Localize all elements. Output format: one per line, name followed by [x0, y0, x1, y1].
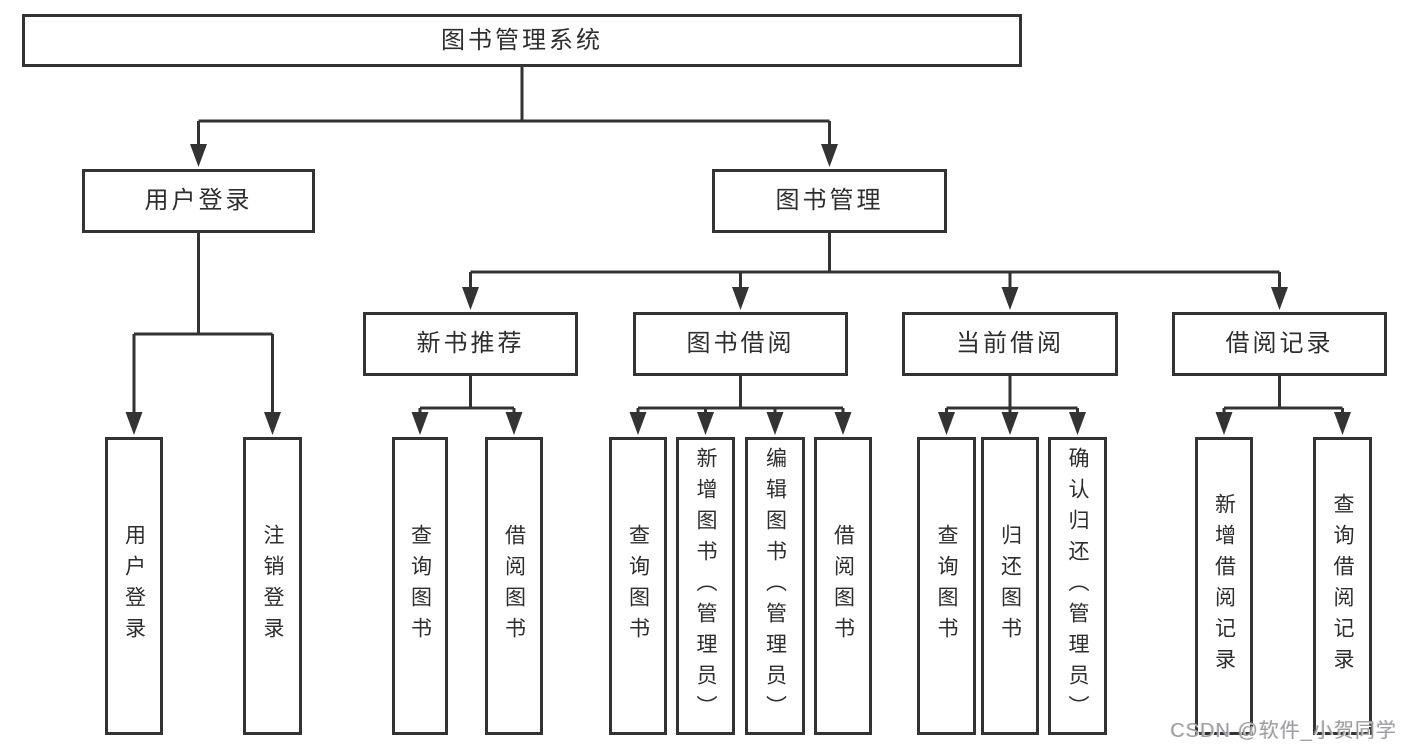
watermark: CSDN @软件_小贺同学	[1170, 720, 1397, 742]
node-label-cb-confirm-return: 确认归还（管理员）	[1066, 446, 1089, 726]
diagram-node-new-book-rec: 新书推荐	[363, 312, 578, 376]
node-label-bb-borrow-books: 借阅图书	[831, 524, 855, 648]
arrowhead-down-icon	[190, 144, 207, 167]
diagram-node-book-mgmt: 图书管理	[712, 169, 947, 233]
arrowhead-down-icon	[697, 412, 714, 435]
node-label-rec-query-books: 查询图书	[408, 524, 432, 648]
node-label-op-logout: 注销登录	[261, 524, 284, 648]
node-label-current-borrow: 当前借阅	[956, 330, 1064, 357]
node-label-root: 图书管理系统	[441, 26, 603, 54]
diagram-node-bb-query-books: 查询图书	[609, 437, 667, 735]
node-label-book-mgmt: 图书管理	[775, 187, 884, 214]
arrowhead-down-icon	[264, 412, 281, 435]
arrowhead-down-icon	[462, 287, 479, 310]
arrowhead-down-icon	[411, 412, 429, 435]
node-label-bb-edit-books: 编辑图书（管理员）	[763, 446, 787, 726]
diagram-node-cb-query-books: 查询图书	[917, 437, 976, 735]
arrowhead-down-icon	[125, 412, 143, 435]
diagram-node-current-borrow: 当前借阅	[902, 312, 1118, 376]
arrowhead-down-icon	[629, 412, 647, 435]
diagram-node-bb-add-books: 新增图书（管理员）	[676, 437, 735, 735]
node-label-rec-borrow-books: 借阅图书	[502, 524, 526, 648]
node-label-op-user-login: 用户登录	[122, 524, 146, 648]
diagram-node-user-login: 用户登录	[82, 169, 315, 233]
arrowhead-down-icon	[1001, 287, 1019, 310]
node-label-bb-query-books: 查询图书	[626, 524, 650, 648]
arrowhead-down-icon	[766, 412, 784, 435]
node-label-book-borrow: 图书借阅	[686, 330, 795, 357]
node-label-borrow-records: 借阅记录	[1225, 330, 1334, 357]
diagram-node-root: 图书管理系统	[22, 14, 1022, 67]
diagram-node-op-logout: 注销登录	[243, 437, 302, 735]
diagram-node-bb-borrow-books: 借阅图书	[814, 437, 872, 735]
node-label-user-login: 用户登录	[144, 187, 253, 214]
diagram-node-op-user-login: 用户登录	[105, 437, 163, 735]
arrowhead-down-icon	[1334, 412, 1351, 435]
arrowhead-down-icon	[505, 412, 523, 435]
node-label-cb-query-books: 查询图书	[935, 524, 958, 648]
node-label-new-book-rec: 新书推荐	[416, 330, 525, 357]
arrowhead-down-icon	[1001, 412, 1019, 435]
arrowhead-down-icon	[1215, 412, 1233, 435]
arrowhead-down-icon	[1069, 412, 1086, 435]
node-label-bb-add-books: 新增图书（管理员）	[694, 446, 717, 726]
diagram-node-cb-confirm-return: 确认归还（管理员）	[1048, 437, 1107, 735]
diagram-node-br-query-record: 查询借阅记录	[1313, 437, 1372, 735]
arrowhead-down-icon	[1271, 287, 1288, 310]
diagram-node-borrow-records: 借阅记录	[1172, 312, 1387, 376]
arrowhead-down-icon	[821, 144, 838, 167]
arrowhead-down-icon	[732, 287, 749, 310]
node-label-br-add-record: 新增借阅记录	[1212, 493, 1236, 679]
diagram-node-rec-borrow-books: 借阅图书	[485, 437, 543, 735]
arrowhead-down-icon	[834, 412, 852, 435]
diagram-node-rec-query-books: 查询图书	[392, 437, 448, 735]
node-label-cb-return-books: 归还图书	[998, 524, 1022, 648]
arrowhead-down-icon	[938, 412, 955, 435]
diagram-node-book-borrow: 图书借阅	[633, 312, 848, 376]
node-label-br-query-record: 查询借阅记录	[1331, 493, 1354, 679]
diagram-node-bb-edit-books: 编辑图书（管理员）	[745, 437, 805, 735]
diagram-node-cb-return-books: 归还图书	[981, 437, 1039, 735]
diagram-node-br-add-record: 新增借阅记录	[1195, 437, 1253, 735]
